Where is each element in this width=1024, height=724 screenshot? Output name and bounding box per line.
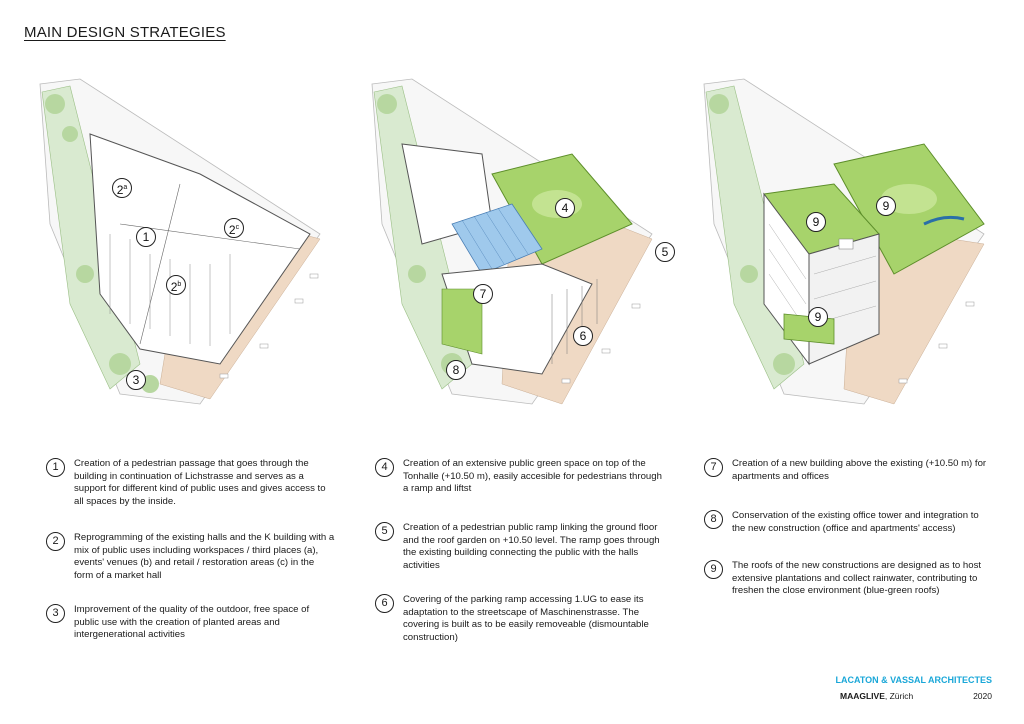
callout-7: 7 xyxy=(473,284,493,304)
axonometric-diagram-2 xyxy=(362,74,662,414)
callout-2a: 2a xyxy=(112,178,132,198)
strategy-number: 3 xyxy=(46,604,65,623)
strategy-text: Improvement of the quality of the outdoo… xyxy=(74,604,310,641)
axonometric-diagram-1 xyxy=(30,74,330,414)
strategy-text: The roofs of the new constructions are d… xyxy=(732,560,982,597)
strategy-text: Creation of an extensive public green sp… xyxy=(403,458,662,495)
callout-9-lower: 9 xyxy=(808,307,828,327)
strategy-item: 3 Improvement of the quality of the outd… xyxy=(46,604,336,642)
strategy-text: Covering of the parking ramp accessing 1… xyxy=(403,594,649,643)
strategy-number: 4 xyxy=(375,458,394,477)
strategy-column-2: 4 Creation of an extensive public green … xyxy=(375,458,665,644)
strategy-item: 4 Creation of an extensive public green … xyxy=(375,458,665,522)
strategy-text: Creation of a pedestrian public ramp lin… xyxy=(403,522,660,571)
callout-5: 5 xyxy=(655,242,675,262)
callout-9-roof: 9 xyxy=(876,196,896,216)
callout-2b: 2b xyxy=(166,275,186,295)
strategy-number: 2 xyxy=(46,532,65,551)
strategy-text: Creation of a new building above the exi… xyxy=(732,458,987,482)
strategy-item: 9 The roofs of the new constructions are… xyxy=(704,560,994,598)
strategy-item: 6 Covering of the parking ramp accessing… xyxy=(375,594,665,644)
strategy-text: Creation of a pedestrian passage that go… xyxy=(74,458,326,507)
axonometric-diagram-3 xyxy=(694,74,994,414)
strategy-text: Reprogramming of the existing halls and … xyxy=(74,532,335,581)
strategy-column-3: 7 Creation of a new building above the e… xyxy=(704,458,994,598)
callout-2c: 2c xyxy=(224,218,244,238)
architect-brand: LACATON & VASSAL ARCHITECTES xyxy=(835,675,992,685)
callout-6: 6 xyxy=(573,326,593,346)
strategy-number: 9 xyxy=(704,560,723,579)
strategy-item: 1 Creation of a pedestrian passage that … xyxy=(46,458,336,532)
callout-4: 4 xyxy=(555,198,575,218)
strategy-item: 8 Conservation of the existing office to… xyxy=(704,510,994,560)
strategy-item: 5 Creation of a pedestrian public ramp l… xyxy=(375,522,665,594)
project-year: 2020 xyxy=(973,691,992,701)
strategy-item: 7 Creation of a new building above the e… xyxy=(704,458,994,510)
strategy-number: 6 xyxy=(375,594,394,613)
project-label: MAAGLIVE, Zürich xyxy=(840,691,914,701)
callout-3: 3 xyxy=(126,370,146,390)
callout-9-tower: 9 xyxy=(806,212,826,232)
strategy-number: 7 xyxy=(704,458,723,477)
strategy-number: 8 xyxy=(704,510,723,529)
strategy-number: 1 xyxy=(46,458,65,477)
strategy-column-1: 1 Creation of a pedestrian passage that … xyxy=(46,458,336,642)
callout-8: 8 xyxy=(446,360,466,380)
strategy-number: 5 xyxy=(375,522,394,541)
page-title: MAIN DESIGN STRATEGIES xyxy=(24,24,226,41)
callout-1: 1 xyxy=(136,227,156,247)
strategy-item: 2 Reprogramming of the existing halls an… xyxy=(46,532,336,604)
strategy-text: Conservation of the existing office towe… xyxy=(732,510,979,534)
